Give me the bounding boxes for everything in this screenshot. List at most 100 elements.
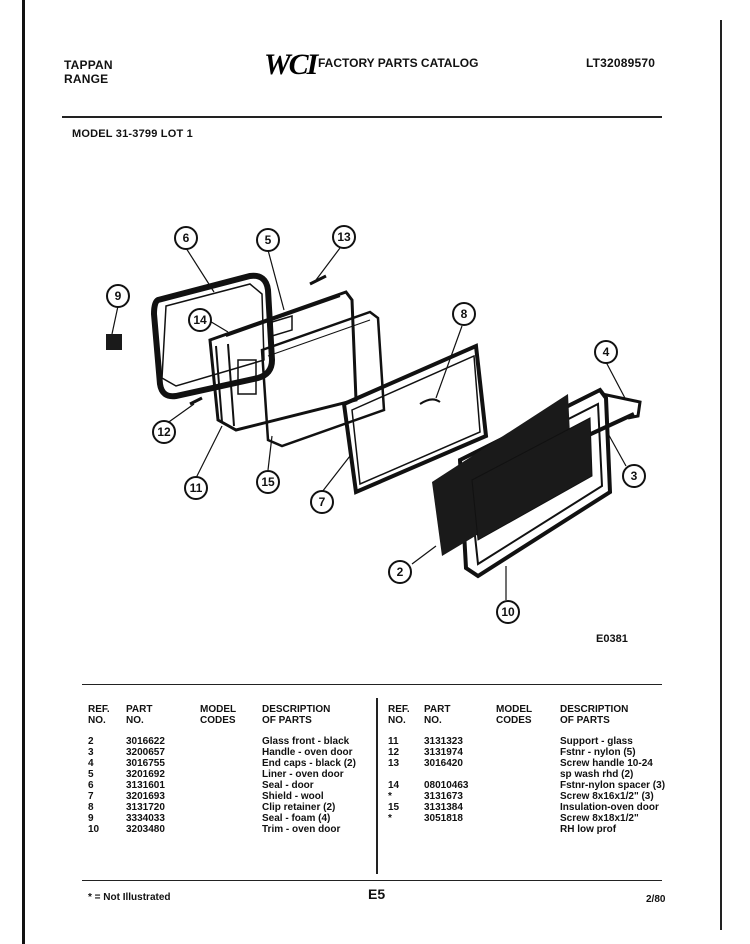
wci-logo: WCI xyxy=(264,48,318,81)
hdr-desc: DESCRIPTION xyxy=(262,704,331,715)
part-insulation-panel xyxy=(260,310,386,448)
cell-desc: Insulation-oven door xyxy=(560,802,659,813)
cell-part: 3131384 xyxy=(424,802,463,813)
cell-desc: Shield - wool xyxy=(262,791,324,802)
callout-2: 2 xyxy=(397,565,404,579)
callout-5: 5 xyxy=(265,233,272,247)
hdr-part-2: NO. xyxy=(126,715,144,726)
brand-line-1: TAPPAN xyxy=(64,58,113,72)
model-label: MODEL 31-3799 LOT 1 xyxy=(72,128,193,140)
brand-line-2: RANGE xyxy=(64,72,109,86)
part-fastener xyxy=(189,396,203,406)
table-top-rule xyxy=(82,684,662,685)
hdr-model-2: CODES xyxy=(200,715,236,726)
hdr-model-r: MODEL xyxy=(496,704,533,715)
cell-part: 3201693 xyxy=(126,791,165,802)
hdr-ref: REF. xyxy=(88,704,110,715)
catalog-code: LT32089570 xyxy=(586,56,656,70)
cell-ref: * xyxy=(388,791,392,802)
hdr-part-r-2: NO. xyxy=(424,715,442,726)
part-shield-wool xyxy=(341,343,489,495)
cell-desc: End caps - black (2) xyxy=(262,758,356,769)
callout-7: 7 xyxy=(319,495,326,509)
cell-model xyxy=(492,802,556,813)
cell-part: 3131673 xyxy=(424,791,463,802)
cell-model xyxy=(492,824,556,835)
cell-ref: 12 xyxy=(388,747,400,758)
cell-model xyxy=(492,736,556,747)
cell-part: 08010463 xyxy=(424,780,469,791)
page-border-right xyxy=(720,20,722,930)
cell-part: 3131323 xyxy=(424,736,463,747)
cell-model xyxy=(196,780,258,791)
cell-ref: 8 xyxy=(88,802,94,813)
cell-ref: 5 xyxy=(88,769,94,780)
cell-desc: Handle - oven door xyxy=(262,747,353,758)
cell-desc: Glass front - black xyxy=(262,736,350,747)
cell-model xyxy=(492,747,556,758)
cell-ref: 2 xyxy=(88,736,94,747)
hdr-desc-2: OF PARTS xyxy=(262,715,312,726)
hdr-part-r: PART xyxy=(424,704,451,715)
table-row: 13 3016420 Screw handle 10-24 xyxy=(384,758,669,769)
hdr-part: PART xyxy=(126,704,153,715)
cell-part: 3131720 xyxy=(126,802,165,813)
cell-ref xyxy=(384,769,420,780)
cell-part: 3016755 xyxy=(126,758,165,769)
callout-14: 14 xyxy=(193,313,207,327)
cell-model xyxy=(196,736,258,747)
cell-model xyxy=(492,780,556,791)
cell-model xyxy=(196,758,258,769)
cell-model xyxy=(492,769,556,780)
cell-model xyxy=(196,791,258,802)
cell-desc: Trim - oven door xyxy=(262,824,341,835)
cell-model xyxy=(492,758,556,769)
part-door-frame xyxy=(208,290,358,432)
cell-ref: 11 xyxy=(388,736,399,747)
figure-code: E0381 xyxy=(596,633,628,645)
hdr-ref-r: REF. xyxy=(388,704,410,715)
cell-part: 3203480 xyxy=(126,824,165,835)
table-bottom-rule xyxy=(82,880,662,881)
cell-desc: sp wash rhd (2) xyxy=(560,769,634,780)
hdr-ref-2: NO. xyxy=(88,715,106,726)
hdr-model: MODEL xyxy=(200,704,237,715)
cell-ref: * xyxy=(388,813,392,824)
cell-ref: 13 xyxy=(388,758,400,769)
exploded-oven-door-diagram: 6 5 13 9 14 8 4 12 11 15 7 3 2 10 E0381 xyxy=(106,225,646,645)
cell-ref: 6 xyxy=(88,780,94,791)
hdr-desc-r-2: OF PARTS xyxy=(560,715,610,726)
cell-part: 3016622 xyxy=(126,736,165,747)
cell-ref: 10 xyxy=(88,824,100,835)
cell-part: 3051818 xyxy=(424,813,463,824)
cell-model xyxy=(492,813,556,824)
cell-model xyxy=(196,802,258,813)
table-row: 2 3016622 Glass front - black xyxy=(84,736,360,747)
page-border-left xyxy=(22,0,25,944)
table-row: 10 3203480 Trim - oven door xyxy=(84,824,360,835)
cell-ref: 4 xyxy=(88,758,94,769)
cell-desc: Screw handle 10-24 xyxy=(560,758,653,769)
table-row: sp wash rhd (2) xyxy=(384,769,669,780)
cell-desc: Support - glass xyxy=(560,736,633,747)
table-row: RH low prof xyxy=(384,824,669,835)
footnote-not-illustrated: * = Not Illustrated xyxy=(88,892,171,903)
callout-10: 10 xyxy=(501,605,515,619)
cell-model xyxy=(196,769,258,780)
cell-desc: Fstnr-nylon spacer (3) xyxy=(560,780,666,791)
callout-6: 6 xyxy=(183,231,190,245)
table-row: 11 3131323 Support - glass xyxy=(384,736,669,747)
cell-part: 3201692 xyxy=(126,769,165,780)
cell-desc: Seal - foam (4) xyxy=(262,813,331,824)
part-seal-door xyxy=(150,272,276,400)
cell-model xyxy=(492,791,556,802)
cell-part: 3016420 xyxy=(424,758,463,769)
